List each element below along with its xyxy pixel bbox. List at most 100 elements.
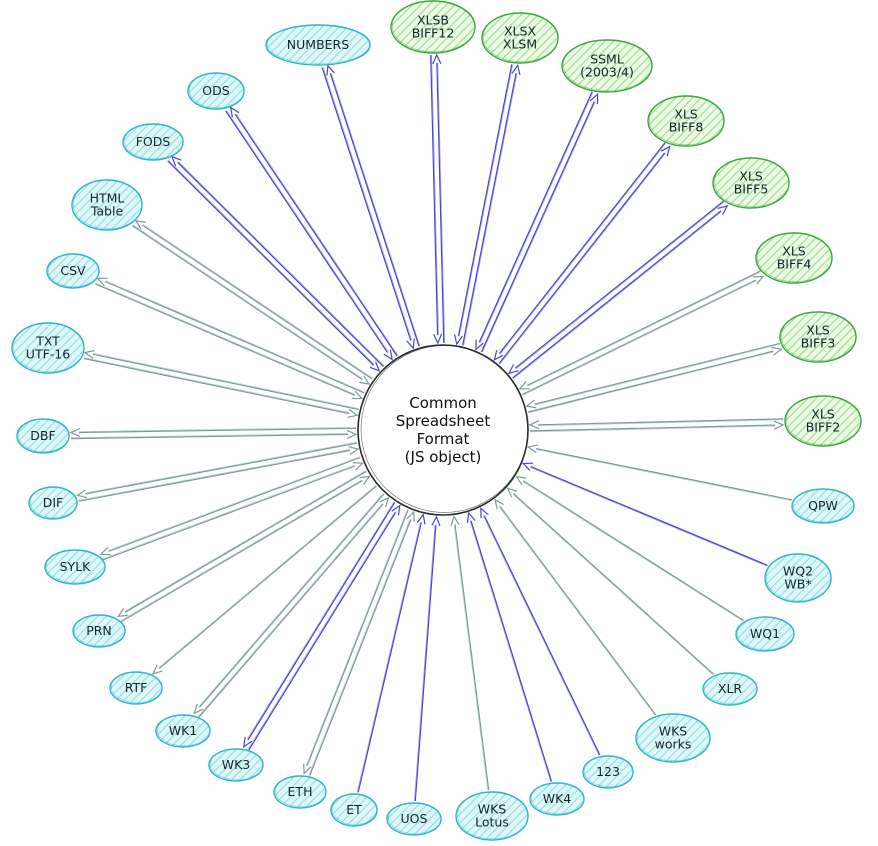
edge-wks-lotus — [450, 514, 490, 791]
edge-rtf — [151, 484, 377, 675]
edge-txt — [83, 349, 359, 418]
node-wk1: WK1 — [155, 714, 211, 748]
edge-numbers — [321, 64, 421, 350]
node-rtf: RTF — [109, 671, 163, 705]
node-ssml: SSML(2003/4) — [561, 39, 653, 93]
node-xlr: XLR — [702, 672, 758, 706]
node-prn: PRN — [72, 614, 126, 648]
node-label-ods: ODS — [202, 83, 229, 98]
node-csv: CSV — [46, 253, 100, 289]
node-label-wk4: WK4 — [543, 791, 572, 806]
edge-html-table — [132, 219, 374, 385]
edge-wq2 — [521, 462, 768, 567]
edge-wks-works — [494, 498, 657, 716]
node-dbf: DBF — [16, 418, 70, 454]
edge-qpw — [526, 444, 793, 502]
node-dif: DIF — [28, 486, 78, 520]
edge-uos — [414, 515, 441, 802]
edge-xlsb — [430, 53, 446, 345]
edge-csv — [95, 277, 365, 400]
edge-wk1 — [193, 493, 390, 718]
node-l123: 123 — [582, 755, 634, 789]
node-label-et: ET — [346, 802, 362, 817]
node-uos: UOS — [386, 802, 442, 836]
node-label-l123: 123 — [596, 764, 620, 779]
node-wk4: WK4 — [529, 782, 585, 816]
node-label-xlr: XLR — [718, 681, 743, 696]
edge-wk4 — [466, 511, 553, 782]
edge-eth — [303, 509, 415, 776]
node-label-wq1: WQ1 — [750, 626, 780, 641]
node-label-csv: CSV — [60, 263, 86, 278]
edge-fods — [167, 155, 385, 372]
edge-xlr — [506, 487, 715, 676]
edge-xls-biff3 — [525, 342, 783, 414]
edge-l123 — [480, 507, 601, 756]
node-label-uos: UOS — [401, 811, 428, 826]
node-label-dif: DIF — [43, 495, 64, 510]
node-label-rtf: RTF — [125, 680, 148, 695]
node-label-sylk: SYLK — [60, 559, 92, 574]
node-label-wk3: WK3 — [222, 757, 251, 772]
edge-ssml — [475, 91, 599, 353]
node-label-ssml: SSML(2003/4) — [580, 52, 634, 80]
node-ods: ODS — [187, 72, 245, 110]
edge-dbf — [69, 427, 358, 440]
edge-dif — [76, 441, 360, 502]
edges — [69, 53, 793, 802]
edge-xls-biff5 — [507, 200, 729, 379]
node-label-wk1: WK1 — [169, 723, 198, 738]
edge-xls-biff4 — [518, 270, 765, 396]
node-label-numbers: NUMBERS — [287, 37, 349, 52]
node-wk3: WK3 — [208, 748, 264, 782]
edge-xls-biff8 — [493, 142, 671, 365]
node-wq1: WQ1 — [735, 616, 795, 652]
node-et: ET — [330, 793, 378, 827]
node-fods: FODS — [122, 123, 184, 161]
edge-sylk — [99, 456, 364, 561]
node-label-fods: FODS — [136, 134, 171, 149]
node-eth: ETH — [273, 775, 327, 809]
edge-wk3 — [243, 501, 401, 751]
node-sylk: SYLK — [44, 549, 106, 585]
node-label-prn: PRN — [86, 623, 112, 638]
edge-xlsx — [454, 63, 521, 346]
edge-et — [356, 513, 426, 793]
edge-prn — [116, 470, 371, 623]
node-qpw: QPW — [791, 488, 855, 524]
edge-ods — [225, 106, 399, 361]
node-label-qpw: QPW — [808, 498, 838, 513]
edge-xls-biff2 — [528, 418, 785, 433]
node-numbers: NUMBERS — [265, 24, 371, 66]
node-label-eth: ETH — [288, 784, 313, 799]
